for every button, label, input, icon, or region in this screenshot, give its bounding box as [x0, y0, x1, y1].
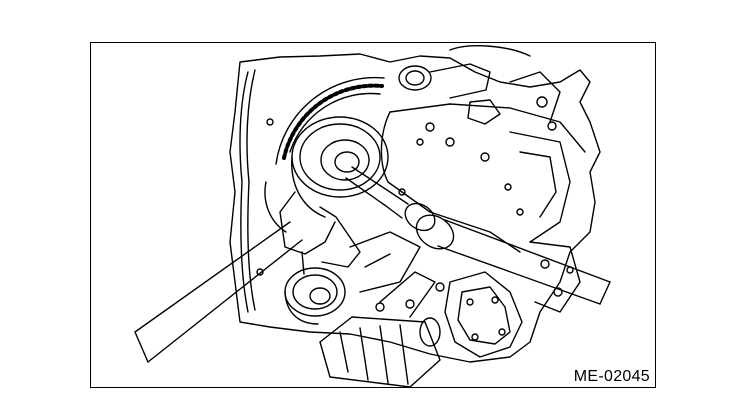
engine-block-outline — [230, 54, 600, 362]
holder-handle-bar — [135, 222, 302, 362]
pulley-holder-tool — [280, 192, 360, 274]
bolts — [257, 119, 523, 275]
socket-wrench — [346, 167, 610, 304]
idler-pulley — [285, 268, 345, 324]
figure-code-label: ME-02045 — [571, 368, 652, 386]
engine-wrench-illustration — [90, 42, 656, 388]
oil-filter — [320, 317, 440, 387]
lower-right-flange — [445, 242, 580, 357]
crankshaft-pulley — [292, 117, 388, 217]
engine-mount-brackets — [350, 232, 444, 317]
upper-components — [399, 46, 560, 161]
